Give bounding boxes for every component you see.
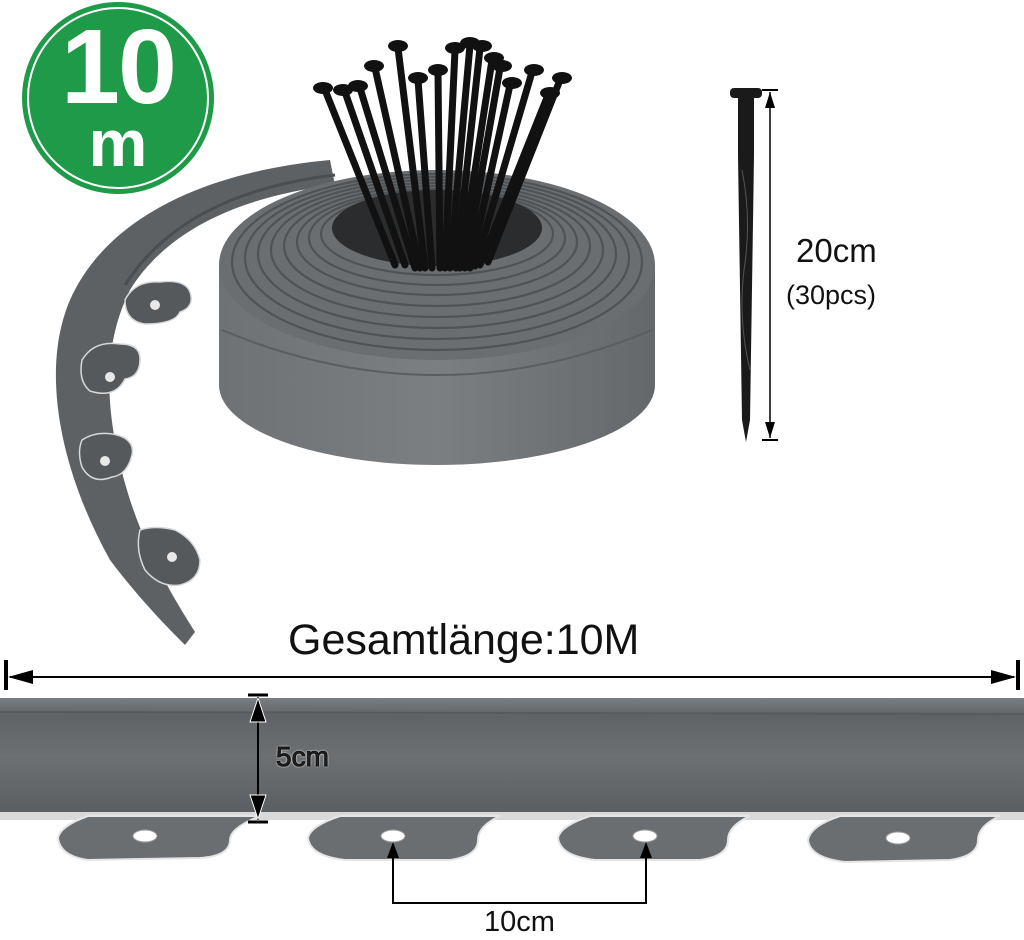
badge-unit: m xyxy=(88,106,148,180)
height-arrow xyxy=(248,693,268,824)
stake-length-label: 20cm xyxy=(796,232,877,269)
total-length-label: Gesamtlänge:10M xyxy=(288,616,640,664)
straight-strip xyxy=(0,698,1024,864)
badge-number: 10 xyxy=(61,8,177,126)
total-length-arrow xyxy=(4,660,1020,690)
loose-strip-curve xyxy=(55,160,336,645)
anchor-spacing-label: 10cm xyxy=(484,906,555,938)
stakes-bundle xyxy=(313,37,572,272)
badge-ring xyxy=(27,7,209,189)
length-badge: 10 m xyxy=(22,2,214,194)
stake-length-arrow xyxy=(762,89,778,441)
strip-height-label: 5cm xyxy=(276,741,330,773)
spacing-bracket xyxy=(387,842,652,904)
stake-quantity-label: (30pcs) xyxy=(786,280,877,310)
single-stake xyxy=(730,88,762,442)
